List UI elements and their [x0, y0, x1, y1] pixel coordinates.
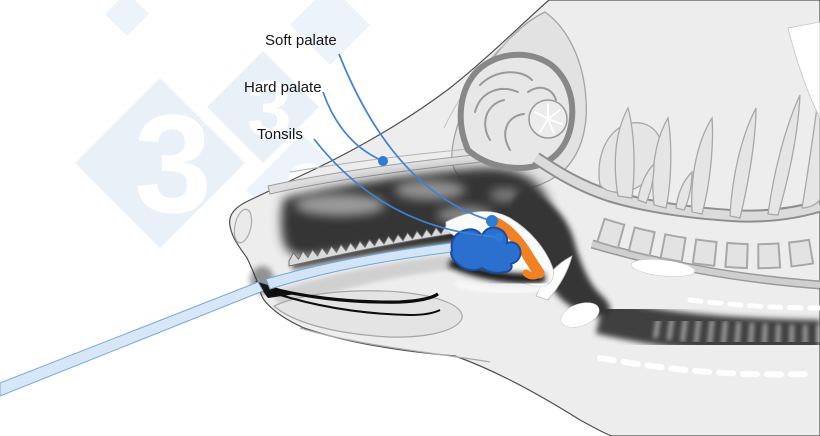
vertebral-bodies	[596, 217, 820, 270]
trachea	[595, 298, 820, 356]
swab-head	[450, 226, 522, 274]
larynx-white	[560, 302, 600, 328]
cerebellum-arbor	[534, 103, 563, 134]
leader-line-soft-palate	[338, 53, 493, 222]
leader-line-tonsils	[313, 138, 500, 238]
spinal-cord	[532, 152, 820, 223]
leader-dots	[378, 156, 503, 241]
tonsils-dot	[495, 233, 503, 241]
leader-lines	[313, 53, 500, 238]
watermark-diamond	[75, 78, 245, 248]
pharynx-cavity	[510, 192, 611, 317]
white-dashes-upper	[687, 297, 820, 311]
leader-line-hard-palate	[322, 91, 384, 162]
watermark-diamond	[105, 0, 149, 36]
tonsil	[488, 216, 545, 280]
nostril	[233, 208, 253, 244]
tongue	[272, 253, 473, 307]
brain	[457, 51, 576, 171]
swab-stick-outside	[0, 281, 264, 397]
watermark-3: 3	[247, 64, 292, 153]
white-dashes-lower	[597, 355, 818, 378]
watermark-3: 3	[134, 85, 212, 242]
hard-palate-label: Hard palate	[244, 79, 322, 96]
lower-jaw-mass	[272, 290, 463, 338]
cerebrum-gyri	[474, 71, 557, 151]
hard-palate-dot	[378, 156, 388, 166]
palatine-rugae	[288, 219, 478, 267]
soft-palate-label: Soft palate	[265, 32, 337, 49]
hyoid-band	[630, 259, 696, 277]
watermark-diamond	[207, 51, 319, 163]
esophagus	[590, 239, 820, 290]
watermark-diamond	[290, 0, 370, 65]
spinous-processes	[598, 84, 820, 219]
pharynx-floor-highlight	[454, 280, 549, 294]
tonsils-label: Tonsils	[257, 126, 303, 143]
soft-palate-dot	[486, 215, 498, 227]
jowl-crease	[299, 327, 491, 363]
anatomy-labels: Soft palate Hard palate Tonsils	[244, 32, 337, 143]
cranial-cavity	[457, 51, 576, 171]
